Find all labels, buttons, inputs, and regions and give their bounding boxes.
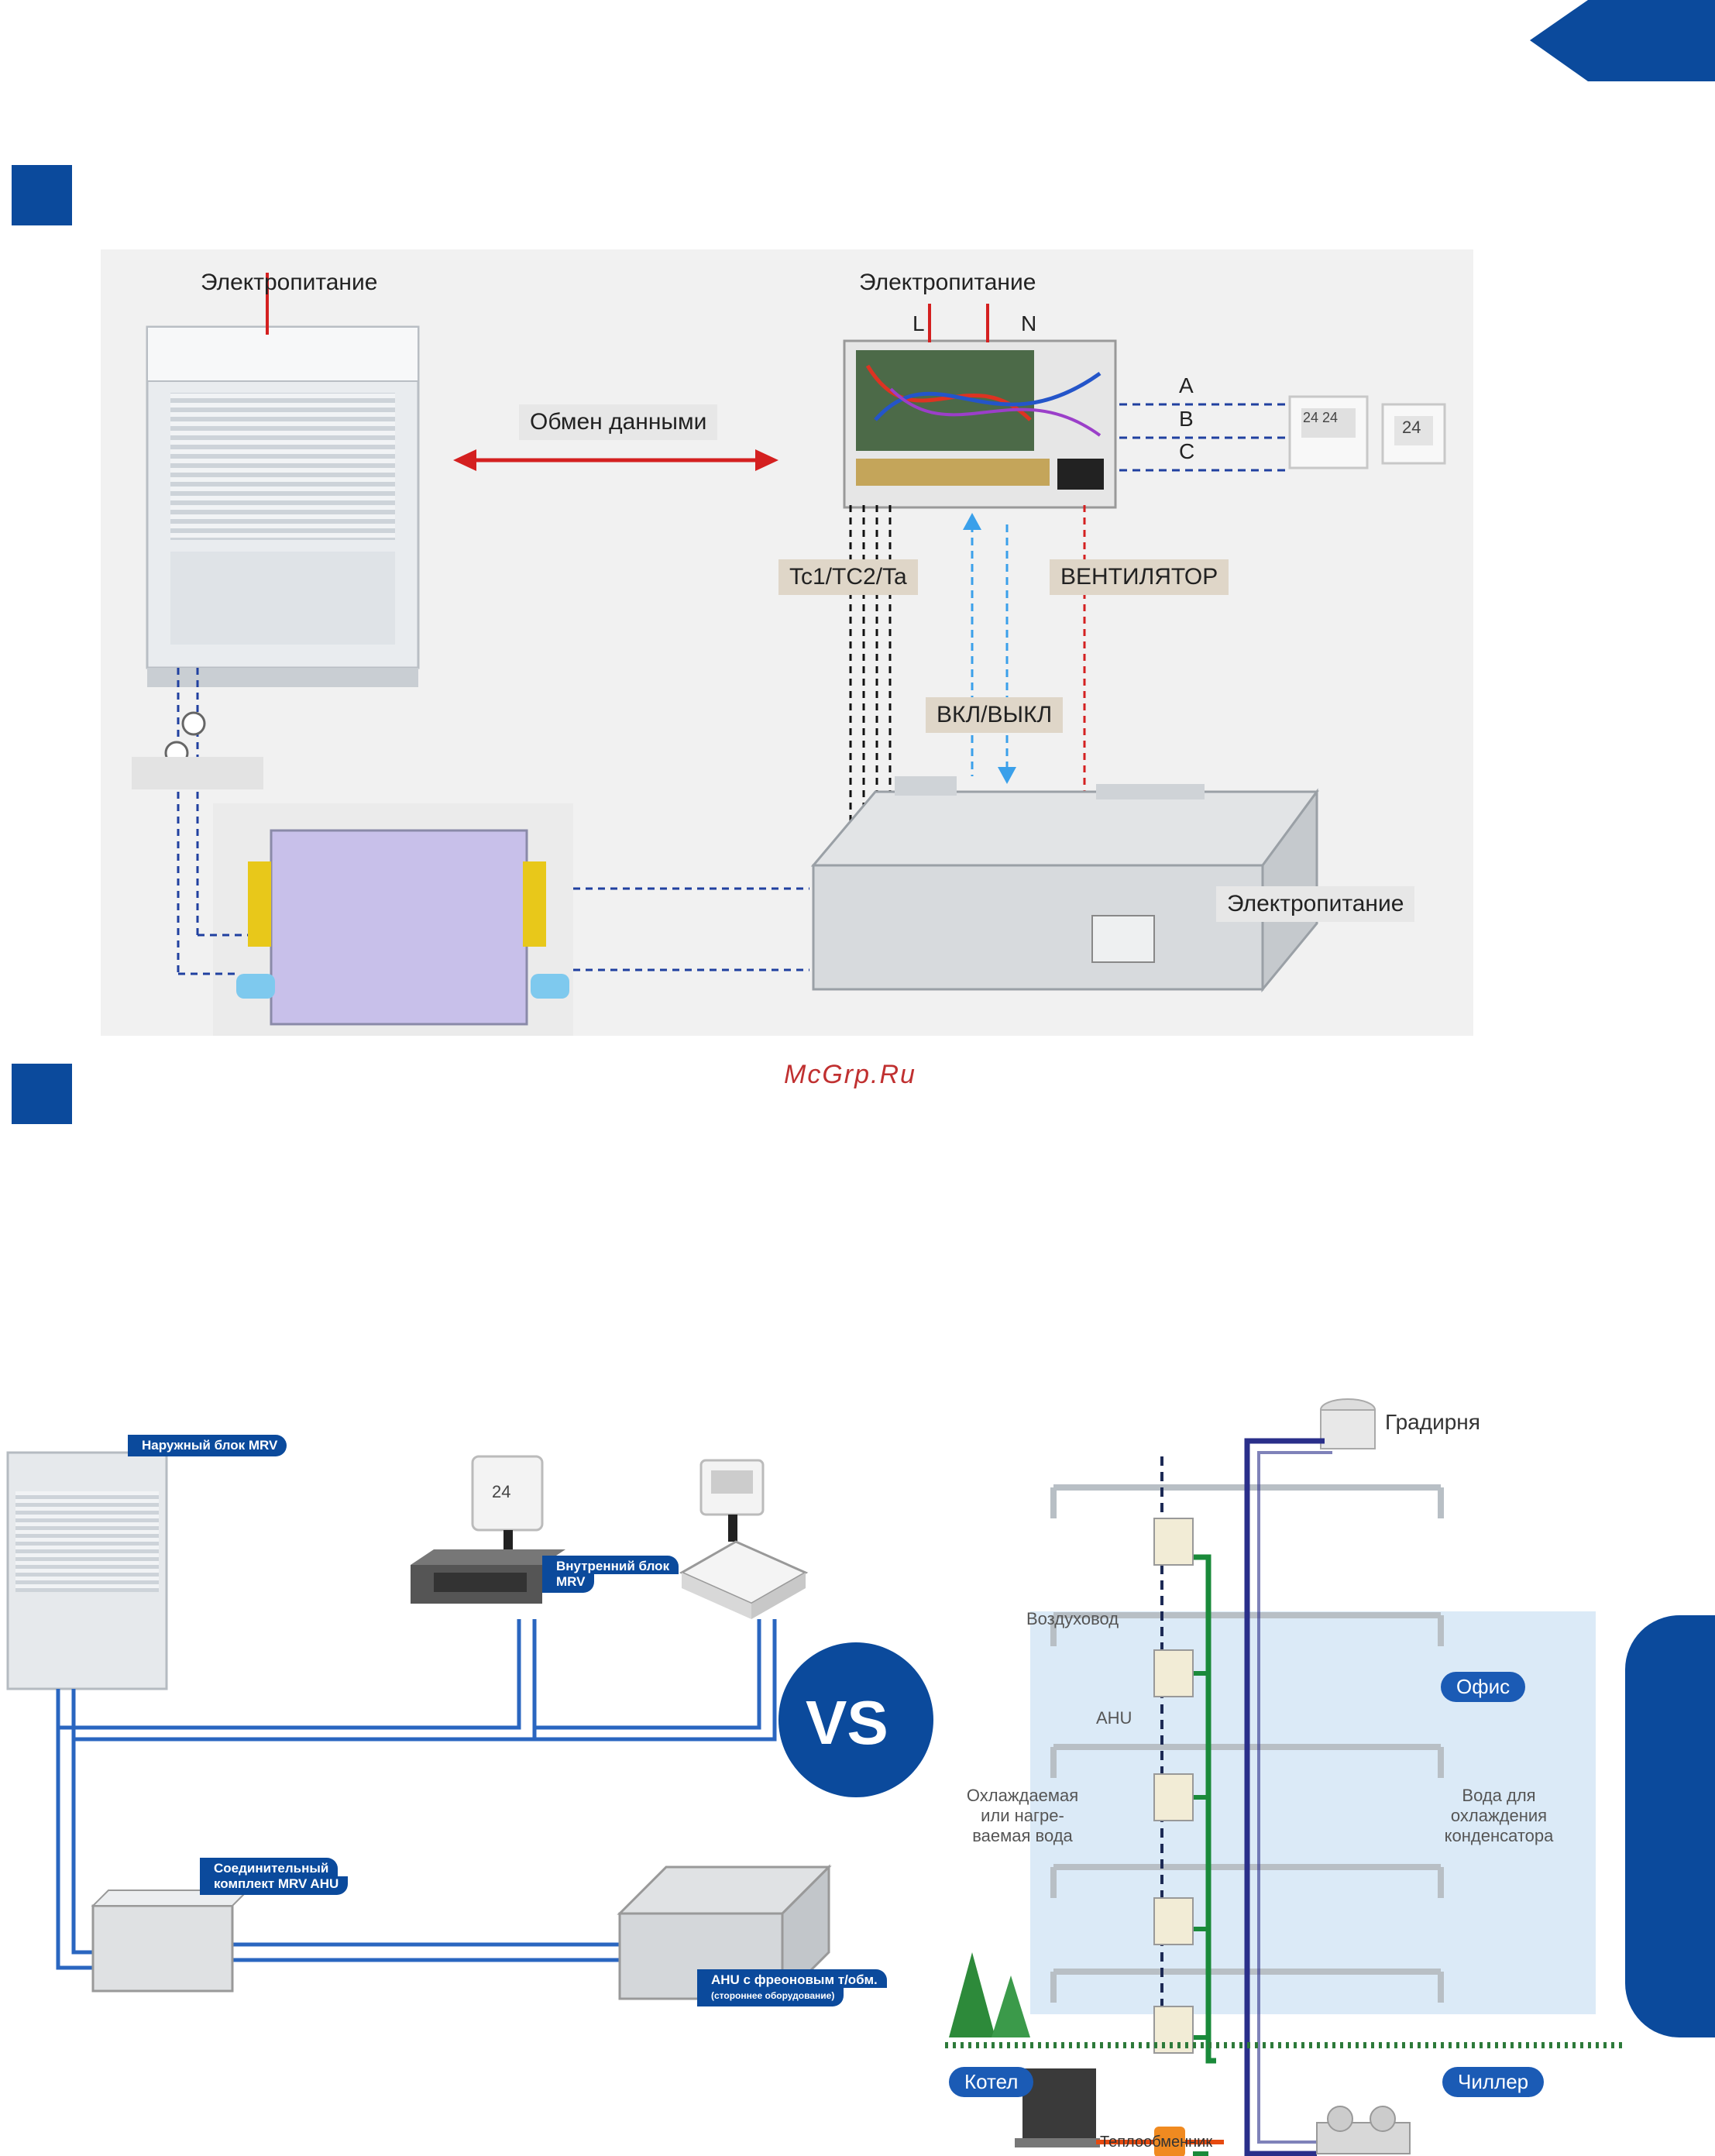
kit-tag-line1: Соединительный (200, 1858, 339, 1876)
data-exchange-label: Обмен данными (519, 404, 718, 440)
section-square-1 (12, 165, 72, 225)
indoor-unit-tag-text1: Внутренний блок (556, 1559, 670, 1573)
indoor-unit-tag-line1: Внутренний блок (542, 1556, 679, 1574)
office-pill: Офис (1441, 1672, 1526, 1702)
phase-n-label: N (1021, 311, 1037, 335)
chilled-water-line3: ваемая вода (972, 1826, 1073, 1845)
wire-a-label: A (1179, 373, 1194, 397)
chilled-water-line1: Охлаждаемая (966, 1786, 1079, 1805)
section-square-2 (12, 1064, 72, 1124)
ahu-label: AHU (1096, 1708, 1132, 1728)
boiler-pill: Котел (949, 2067, 1034, 2097)
vs-badge: VS (806, 1688, 888, 1757)
watermark: McGrp.Ru (784, 1060, 916, 1089)
chilled-water-line2: или нагре- (981, 1806, 1064, 1825)
condenser-water-label: Вода для охлаждения конденсатора (1425, 1786, 1572, 1846)
ahu-tag-text1: AHU с фреоновым т/обм. (711, 1972, 878, 1987)
ahu-tag-line1: AHU с фреоновым т/обм. (697, 1969, 887, 1988)
outdoor-power-label: Электропитание (201, 270, 378, 295)
mrv-system-diagram: Наружный блок MRV Внутренний блок MRV 24… (0, 1410, 945, 2045)
condenser-water-line2: охлаждения (1450, 1806, 1548, 1825)
sensors-label: Tc1/TC2/Ta (778, 559, 918, 595)
side-tab (1625, 1615, 1715, 2037)
chiller-pill: Чиллер (1442, 2067, 1545, 2097)
phase-l-label: L (912, 311, 925, 335)
duct-label: Воздуховод (1026, 1609, 1119, 1628)
kit-tag-line2: комплект MRV AHU (200, 1876, 349, 1895)
controller-display-2: 24 (1402, 418, 1421, 437)
kit-tag-text2: комплект MRV AHU (214, 1876, 339, 1891)
control-power-label: Электропитание (859, 270, 1036, 295)
fan-label: ВЕНТИЛЯТОР (1050, 559, 1229, 595)
controller-display-1: 24 24 (1303, 410, 1339, 425)
indoor-unit-tag-text2: MRV (556, 1574, 586, 1589)
chiller-system-diagram: Градирня Воздуховод AHU Офис Охлаждаемая… (937, 1379, 1634, 2156)
ahu-tag-text2: (стороннее оборудование) (711, 1990, 835, 2001)
onoff-label: ВКЛ/ВЫКЛ (926, 697, 1064, 733)
chilled-water-label: Охлаждаемая или нагре- ваемая вода (953, 1786, 1092, 1846)
kit-tag-text1: Соединительный (214, 1861, 329, 1876)
heat-exchanger-label: Теплообменник (1100, 2134, 1213, 2151)
condenser-water-line3: конденсатора (1444, 1826, 1554, 1845)
cooling-tower-label: Градирня (1385, 1410, 1480, 1434)
ahu-power-label: Электропитание (1216, 886, 1415, 922)
wire-c-label: C (1179, 439, 1195, 463)
wiring-diagram: Электропитание Электропитание L N Обмен … (101, 249, 1473, 1036)
condenser-water-line1: Вода для (1462, 1786, 1536, 1805)
indoor-unit-tag-line2: MRV (542, 1574, 595, 1593)
wire-b-label: B (1179, 407, 1194, 431)
ahu-tag-line2: (стороннее оборудование) (697, 1988, 844, 2006)
thermostat-display: 24 (492, 1482, 511, 1501)
outdoor-unit-tag: Наружный блок MRV (128, 1435, 287, 1456)
corner-tab (1530, 0, 1715, 81)
